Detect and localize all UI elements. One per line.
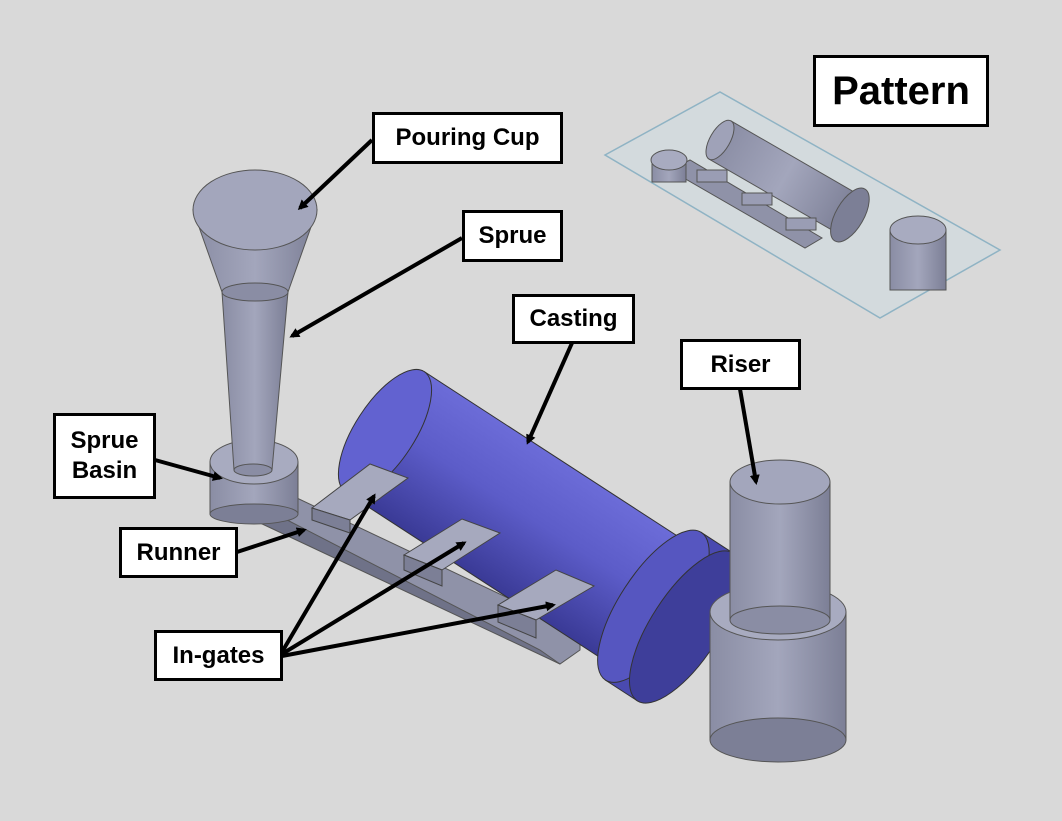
arrow-sprue-basin <box>154 458 223 481</box>
label-in-gates: In-gates <box>154 630 283 681</box>
label-sprue-basin-line1: Sprue <box>70 427 139 454</box>
in-gates <box>310 463 596 639</box>
arrow-in-gate-2 <box>280 541 467 656</box>
label-pouring-cup: Pouring Cup <box>372 112 563 164</box>
label-pattern: Pattern <box>813 55 989 127</box>
label-sprue-basin-line2: Basin <box>71 457 138 484</box>
arrow-in-gate-3 <box>281 601 556 658</box>
label-runner: Runner <box>119 527 238 578</box>
arrow-sprue <box>289 236 463 338</box>
arrow-in-gate-1 <box>280 493 376 654</box>
label-riser: Riser <box>680 339 801 390</box>
arrow-casting <box>526 342 574 445</box>
sprue-assembly <box>192 169 318 525</box>
arrow-runner <box>236 527 307 554</box>
label-sprue-basin: Sprue Basin <box>53 413 156 499</box>
arrow-riser <box>738 388 760 485</box>
pattern-model <box>603 91 1002 319</box>
label-casting: Casting <box>512 294 635 344</box>
casting-cylinder <box>337 368 742 704</box>
riser <box>709 459 847 763</box>
arrow-pouring-cup <box>297 138 374 211</box>
label-sprue: Sprue <box>462 210 563 262</box>
